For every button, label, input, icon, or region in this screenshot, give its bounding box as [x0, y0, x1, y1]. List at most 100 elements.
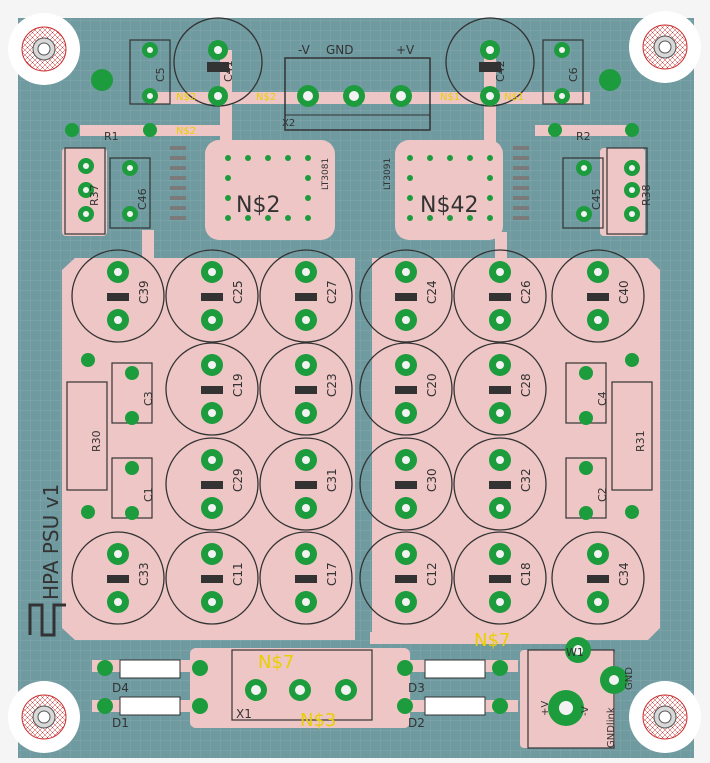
capacitor-label: C30 [425, 468, 439, 492]
d4-label: D4 [112, 681, 129, 695]
capacitor-c31: C31 [259, 437, 353, 531]
terminal-gnd-label: GND [326, 43, 354, 57]
capacitor-c29: C29 [165, 437, 259, 531]
capacitor-label: C19 [231, 373, 245, 397]
capacitor-label: C23 [325, 373, 339, 397]
board-title: HPA PSU v1 [39, 484, 63, 600]
capacitor-c25: C25 [165, 249, 259, 343]
net-label-ns2-b: N$2 [256, 92, 276, 103]
capacitor-label: C11 [231, 562, 245, 586]
capacitor-c18: C18 [453, 531, 547, 625]
c4-label: C4 [596, 391, 609, 406]
minusv-label: -V [580, 706, 591, 716]
c45-label: C45 [590, 188, 603, 210]
capacitor-label: C31 [325, 468, 339, 492]
capacitor-c19: C19 [165, 342, 259, 436]
r37-label: R37 [88, 184, 101, 206]
c42-label: C42 [494, 60, 507, 82]
capacitor-c12: C12 [359, 531, 453, 625]
capacitor-label: C25 [231, 280, 245, 304]
w1-label: W1 [566, 646, 584, 659]
capacitor-c27: C27 [259, 249, 353, 343]
r38-label: R38 [640, 184, 653, 206]
capacitor-c34: C34 [551, 531, 645, 625]
r1-label: R1 [104, 130, 119, 143]
ic-right-label: LT3091 [383, 158, 393, 190]
net-label-ns2-big: N$2 [236, 193, 280, 218]
net-label-ns1-b: N$1 [504, 92, 524, 103]
capacitor-label: C18 [519, 562, 533, 586]
capacitor-c23: C23 [259, 342, 353, 436]
terminal-plus-label: +V [396, 43, 415, 57]
copper-pour-ic-right [395, 140, 503, 240]
terminal-minus-label: -V [298, 43, 311, 57]
ic-lt3091 [407, 146, 529, 221]
r30-label: R30 [90, 430, 103, 452]
capacitor-c40: C40 [551, 249, 645, 343]
logo-icon [28, 603, 66, 637]
small-pads [65, 42, 640, 726]
x1-label: X1 [236, 707, 252, 721]
small-holes [83, 47, 635, 715]
cap-c41-body [173, 17, 263, 107]
capacitor-c24: C24 [359, 249, 453, 343]
gnd-label: GND [624, 667, 635, 690]
c41-label: C41 [222, 60, 235, 82]
capacitor-c33: C33 [71, 531, 165, 625]
plusv-label: +V [540, 701, 551, 716]
net-label-ns42-big: N$42 [420, 193, 478, 218]
capacitor-c28: C28 [453, 342, 547, 436]
d3-label: D3 [408, 681, 425, 695]
ic-left-label: LT3081 [321, 158, 331, 190]
diode-bodies [119, 659, 486, 716]
capacitor-label: C24 [425, 280, 439, 304]
capacitor-label: C40 [617, 280, 631, 304]
capacitor-c17: C17 [259, 531, 353, 625]
capacitor-label: C32 [519, 468, 533, 492]
mounting-hole-top-right [629, 11, 701, 83]
gndlink-label: GNDlink [606, 707, 617, 748]
c3-label: C3 [142, 391, 155, 406]
x2-label: X2 [282, 118, 295, 129]
capacitor-c39: C39 [71, 249, 165, 343]
ic-lt3081 [170, 146, 311, 221]
d2-label: D2 [408, 716, 425, 730]
copper-pour-right-bank [372, 258, 660, 640]
c6-label: C6 [567, 67, 580, 82]
capacitor-label: C12 [425, 562, 439, 586]
mounting-hole-bottom-right [629, 681, 701, 753]
net-label-ns3: N$3 [300, 710, 336, 731]
capacitor-c30: C30 [359, 437, 453, 531]
capacitor-label: C26 [519, 280, 533, 304]
c5-label: C5 [154, 67, 167, 82]
net-label-ns2-a: N$2 [176, 92, 196, 103]
capacitor-label: C34 [617, 562, 631, 586]
c2-label: C2 [596, 487, 609, 502]
capacitor-label: C39 [137, 280, 151, 304]
d1-label: D1 [112, 716, 129, 730]
net-label-ns7-a: N$7 [474, 630, 510, 651]
copper-pour-ic-left [205, 140, 335, 240]
net-label-ns1-a: N$1 [440, 92, 460, 103]
capacitor-c26: C26 [453, 249, 547, 343]
net-label-ns7-b: N$7 [258, 652, 294, 673]
capacitor-c32: C32 [453, 437, 547, 531]
copper-pours [62, 50, 660, 748]
capacitor-label: C29 [231, 468, 245, 492]
net-label-ns2-c: N$2 [176, 126, 196, 137]
capacitor-label: C33 [137, 562, 151, 586]
c46-label: C46 [136, 188, 149, 210]
capacitor-c20: C20 [359, 342, 453, 436]
screw-terminal-top [284, 57, 431, 131]
capacitor-label: C28 [519, 373, 533, 397]
c1-label: C1 [142, 487, 155, 502]
copper-pour-left-bank [62, 258, 355, 640]
cap-c42-body [445, 17, 535, 107]
capacitor-label: C20 [425, 373, 439, 397]
capacitor-label: C17 [325, 562, 339, 586]
capacitor-label: C27 [325, 280, 339, 304]
mounting-hole-bottom-left [8, 681, 80, 753]
capacitor-c11: C11 [165, 531, 259, 625]
